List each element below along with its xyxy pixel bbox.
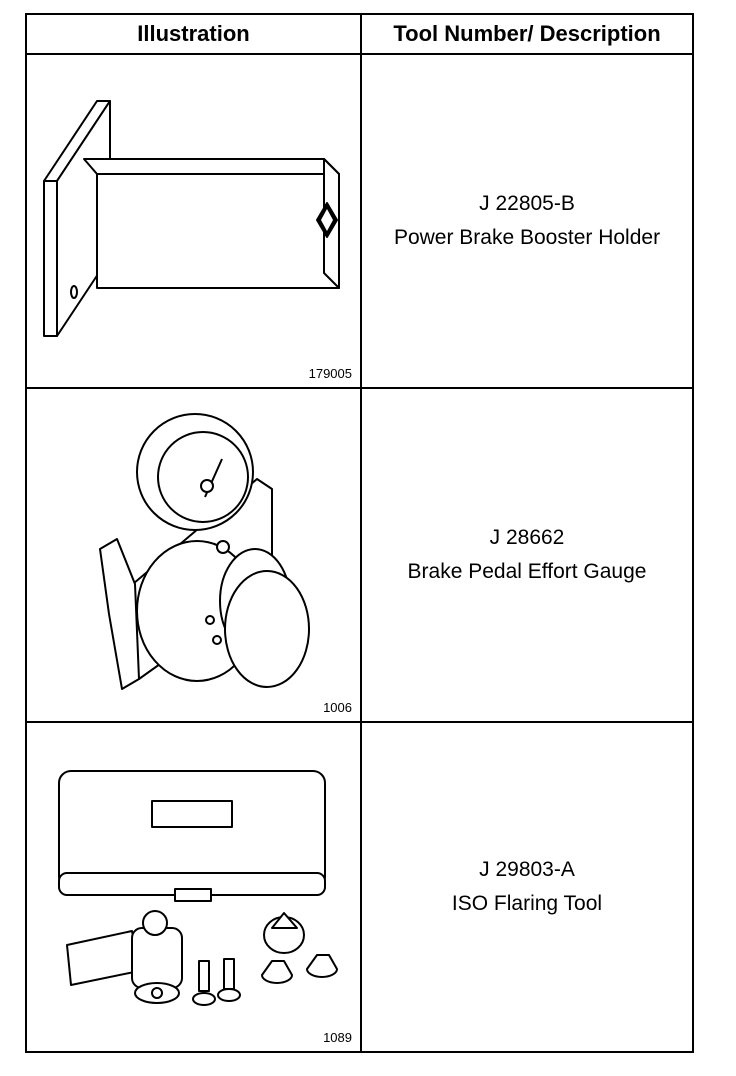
table-row: 1006 J 28662 Brake Pedal Effort Gauge: [27, 389, 692, 723]
tool-description: ISO Flaring Tool: [451, 892, 603, 915]
illustration-cell: 179005: [27, 55, 360, 387]
illustration-cell: 1006: [27, 389, 360, 721]
description-cell: J 22805-B Power Brake Booster Holder: [360, 55, 692, 387]
effort-gauge-illustration: [99, 413, 310, 690]
table-header: Illustration Tool Number/ Description: [27, 15, 692, 55]
tool-number: J 22805-B: [479, 192, 575, 215]
tool-description: Brake Pedal Effort Gauge: [407, 560, 647, 583]
header-illustration: Illustration: [137, 21, 250, 46]
figure-number: 1006: [323, 700, 352, 715]
tool-number: J 28662: [489, 526, 565, 549]
description-cell: J 28662 Brake Pedal Effort Gauge: [360, 389, 692, 721]
header-tool-description: Tool Number/ Description: [360, 15, 692, 53]
tool-table: Illustration Tool Number/ Description 17…: [25, 13, 694, 1053]
tool-number: J 29803-A: [479, 858, 575, 881]
tool-description: Power Brake Booster Holder: [393, 226, 661, 249]
table-row: 179005 J 22805-B Power Brake Booster Hol…: [27, 55, 692, 389]
flaring-tool-kit-illustration: [58, 770, 338, 1006]
figure-number: 179005: [308, 366, 352, 381]
booster-holder-illustration: [43, 100, 340, 337]
description-cell: J 29803-A ISO Flaring Tool: [360, 723, 692, 1051]
illustration-cell: 1089: [27, 723, 360, 1051]
table-row: 1089 J 29803-A ISO Flaring Tool: [27, 723, 692, 1051]
figure-number: 1089: [323, 1030, 352, 1045]
